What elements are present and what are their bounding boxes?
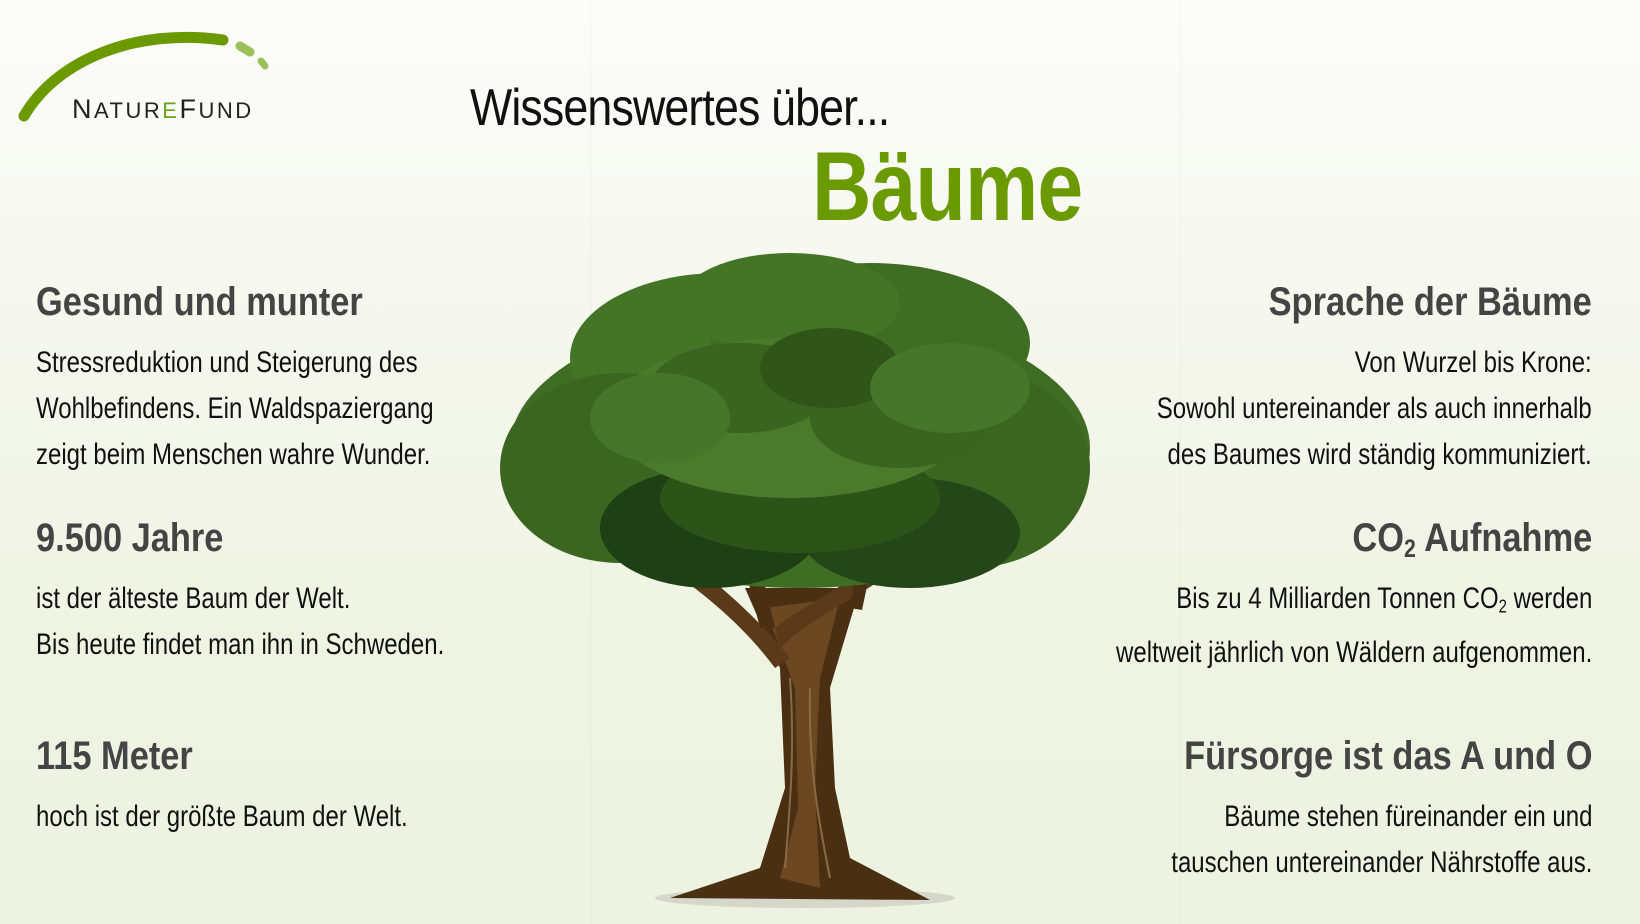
fact-health: Gesund und munter Stressreduktion und St… [36, 280, 533, 478]
fact-text: Sowohl untereinander als auch innerhalb [1157, 392, 1592, 425]
fact-text: ist der älteste Baum der Welt. [36, 582, 351, 615]
page-title: Bäume [812, 131, 1083, 241]
tree-illustration [490, 248, 1110, 910]
fact-heading: 115 Meter [36, 734, 193, 778]
naturefund-logo[interactable]: NATUREFUND [18, 28, 298, 124]
fact-text: hoch ist der größte Baum der Welt. [36, 800, 408, 833]
fact-text: des Baumes wird ständig kommuniziert. [1167, 438, 1592, 471]
fact-text: zeigt beim Menschen wahre Wunder. [36, 438, 431, 471]
fact-co2-absorption: CO2 Aufnahme Bis zu 4 Milliarden Tonnen … [997, 516, 1592, 676]
fact-heading: Gesund und munter [36, 280, 363, 324]
fact-text: Bis zu 4 Milliarden Tonnen CO2 werden [1175, 582, 1592, 617]
fact-text: Stressreduktion und Steigerung des [36, 346, 418, 379]
fact-text: Bäume stehen füreinander ein und [1223, 800, 1592, 833]
logo-wordmark: NATUREFUND [72, 94, 254, 124]
fact-text: Bis heute findet man ihn in Schweden. [36, 628, 445, 661]
fact-tree-language: Sprache der Bäume Von Wurzel bis Krone: … [1048, 280, 1592, 478]
fact-text: Wohlbefindens. Ein Waldspaziergang [36, 392, 434, 425]
fact-text: Von Wurzel bis Krone: [1354, 346, 1592, 379]
logo-arc-icon [18, 31, 269, 122]
pre-title: Wissenswertes über... [470, 79, 890, 137]
fact-care: Fürsorge ist das A und O Bäume stehen fü… [1066, 734, 1592, 886]
fact-oldest-tree: 9.500 Jahre ist der älteste Baum der Wel… [36, 516, 546, 668]
fact-heading: 9.500 Jahre [36, 516, 224, 560]
fact-heading: CO2 Aufnahme [1352, 516, 1592, 564]
tree-icon [500, 253, 1090, 908]
fact-heading: Fürsorge ist das A und O [1183, 734, 1592, 778]
fact-text: weltweit jährlich von Wäldern aufgenomme… [1115, 635, 1592, 669]
fact-text: tauschen untereinander Nährstoffe aus. [1170, 846, 1592, 879]
fact-tallest-tree: 115 Meter hoch ist der größte Baum der W… [36, 734, 501, 840]
fact-heading: Sprache der Bäume [1268, 280, 1592, 324]
